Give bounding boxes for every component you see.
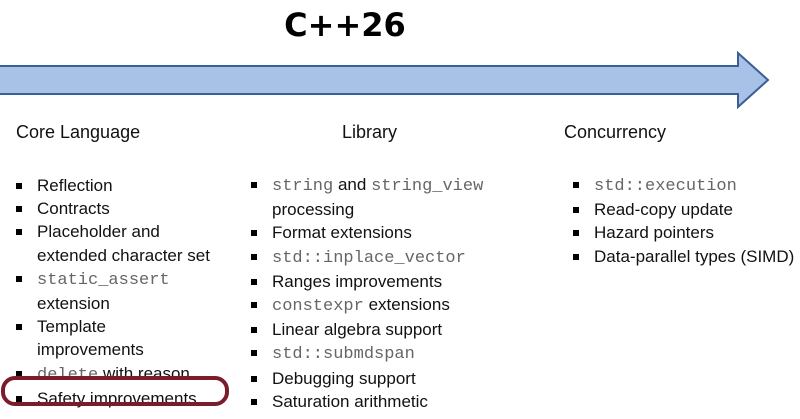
list-item: Hazard pointers: [570, 221, 794, 244]
list-item: Linear algebra support: [248, 318, 483, 341]
bullet-icon: [16, 229, 22, 236]
bullet-icon: [251, 375, 257, 382]
core-language-list: Reflection Contracts Placeholder and ext…: [13, 174, 210, 410]
bullet-icon: [16, 370, 22, 377]
list-item: Contracts: [13, 197, 210, 220]
bullet-icon: [16, 275, 22, 282]
bullet-icon: [251, 327, 257, 334]
bullet-icon: [573, 207, 579, 214]
bullet-icon: [16, 395, 22, 402]
library-heading: Library: [342, 122, 398, 142]
diagram-title: C++26: [284, 6, 406, 44]
bullet-icon: [251, 182, 257, 188]
list-item-continuation: improvements: [37, 340, 144, 360]
bullet-icon: [573, 230, 579, 237]
list-item: Reflection: [13, 174, 210, 197]
list-item: Read-copy update: [570, 198, 794, 221]
bullet-icon: [16, 324, 22, 331]
list-item: string and string_view: [248, 173, 483, 198]
bullet-icon: [251, 278, 257, 285]
bullet-icon: [16, 183, 22, 189]
list-item: std::inplace_vector: [248, 245, 483, 270]
bullet-icon: [251, 398, 257, 405]
list-item-continuation: extension: [37, 294, 110, 314]
safety-highlight-outline: [1, 376, 229, 406]
bullet-icon: [16, 206, 22, 213]
list-item: Data-parallel types (SIMD): [570, 245, 794, 268]
list-item: Ranges improvements: [248, 270, 483, 293]
list-item: Template: [13, 315, 210, 338]
core-language-heading: Core Language: [16, 122, 141, 142]
timeline-arrow: [0, 50, 770, 110]
bullet-icon: [573, 182, 579, 188]
list-item-continuation: processing: [272, 200, 355, 220]
concurrency-heading: Concurrency: [564, 122, 667, 142]
list-item: Saturation arithmetic: [248, 390, 483, 413]
list-item: Debugging support: [248, 367, 483, 390]
bullet-icon: [251, 253, 257, 260]
list-item: static_assert: [13, 267, 210, 292]
list-item: Placeholder and: [13, 220, 210, 243]
list-item-continuation: extended character set: [37, 245, 210, 265]
concurrency-list: std::execution Read-copy update Hazard p…: [570, 173, 794, 268]
list-item: std::execution: [570, 173, 794, 198]
list-item: constexpr extensions: [248, 293, 483, 318]
bullet-icon: [251, 230, 257, 237]
list-item: Format extensions: [248, 221, 483, 244]
library-list: string and string_view processing Format…: [248, 173, 483, 413]
bullet-icon: [251, 350, 257, 357]
bullet-icon: [251, 302, 257, 309]
list-item: std::submdspan: [248, 341, 483, 366]
bullet-icon: [573, 253, 579, 260]
